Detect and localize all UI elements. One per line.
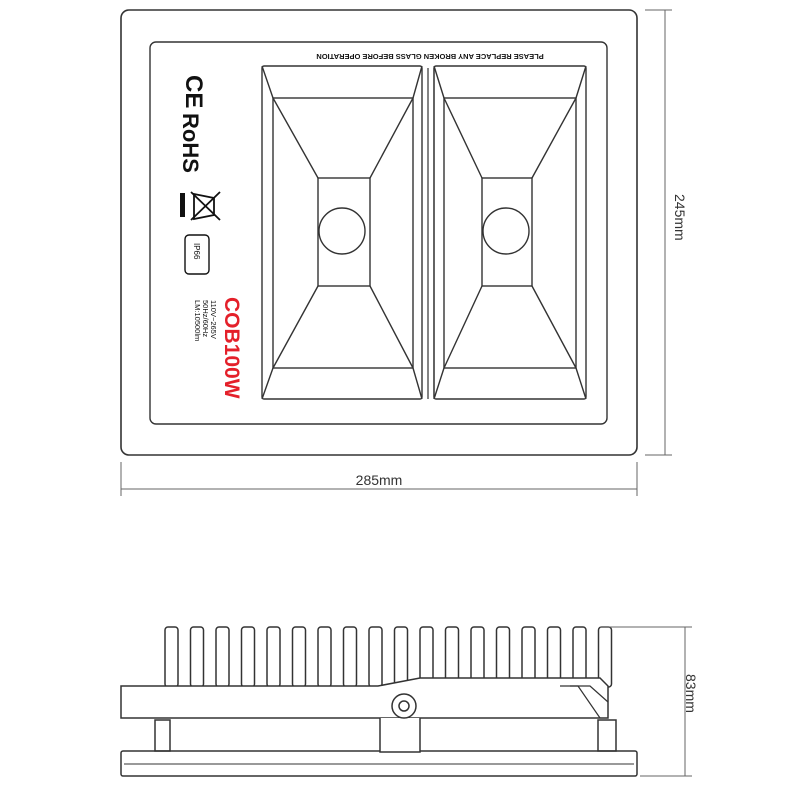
fin	[164, 626, 179, 688]
fin	[291, 626, 307, 688]
side-view	[120, 626, 638, 777]
bracket-pivot	[391, 693, 417, 719]
front-view	[120, 9, 638, 456]
ip-rating: IP66	[192, 243, 201, 260]
model-name: COB100W	[220, 297, 243, 399]
fin	[342, 626, 358, 688]
right-reflector	[433, 65, 587, 400]
certification-marks: CE RoHS IP66	[178, 75, 221, 275]
warning-text: PLEASE REPLACE ANY BROKEN GLASS BEFORE O…	[316, 52, 543, 61]
left-reflector	[261, 65, 423, 400]
fin	[266, 626, 281, 688]
outer-housing	[120, 9, 638, 456]
spec-lumens: LM:10500lm	[193, 300, 202, 341]
rohs-mark: RoHS	[178, 113, 203, 173]
fin	[393, 626, 409, 688]
fin	[189, 626, 205, 688]
fin	[240, 626, 256, 688]
weee-bin-icon	[180, 191, 221, 221]
upper-body	[120, 677, 609, 719]
mounting-bracket	[379, 718, 421, 753]
spec-voltage: 110V~265V	[209, 300, 218, 339]
depth-label: 83mm	[683, 674, 699, 713]
ip-rating-box	[184, 234, 210, 275]
height-dimension	[645, 9, 672, 456]
width-dimension	[120, 462, 638, 496]
left-led-chip	[318, 207, 366, 255]
fin	[317, 626, 332, 688]
width-label: 285mm	[356, 472, 403, 488]
inner-glass-panel	[149, 41, 608, 425]
front-frame	[120, 750, 638, 777]
depth-dimension	[600, 626, 692, 777]
ce-mark: CE	[180, 75, 207, 108]
height-label: 245mm	[672, 194, 688, 241]
fin	[368, 626, 383, 688]
fin	[215, 626, 230, 688]
spec-lines: 110V~265V 50Hz/60Hz LM:10500lm	[193, 300, 218, 341]
right-led-chip	[482, 207, 530, 255]
spec-frequency: 50Hz/60Hz	[201, 300, 210, 337]
